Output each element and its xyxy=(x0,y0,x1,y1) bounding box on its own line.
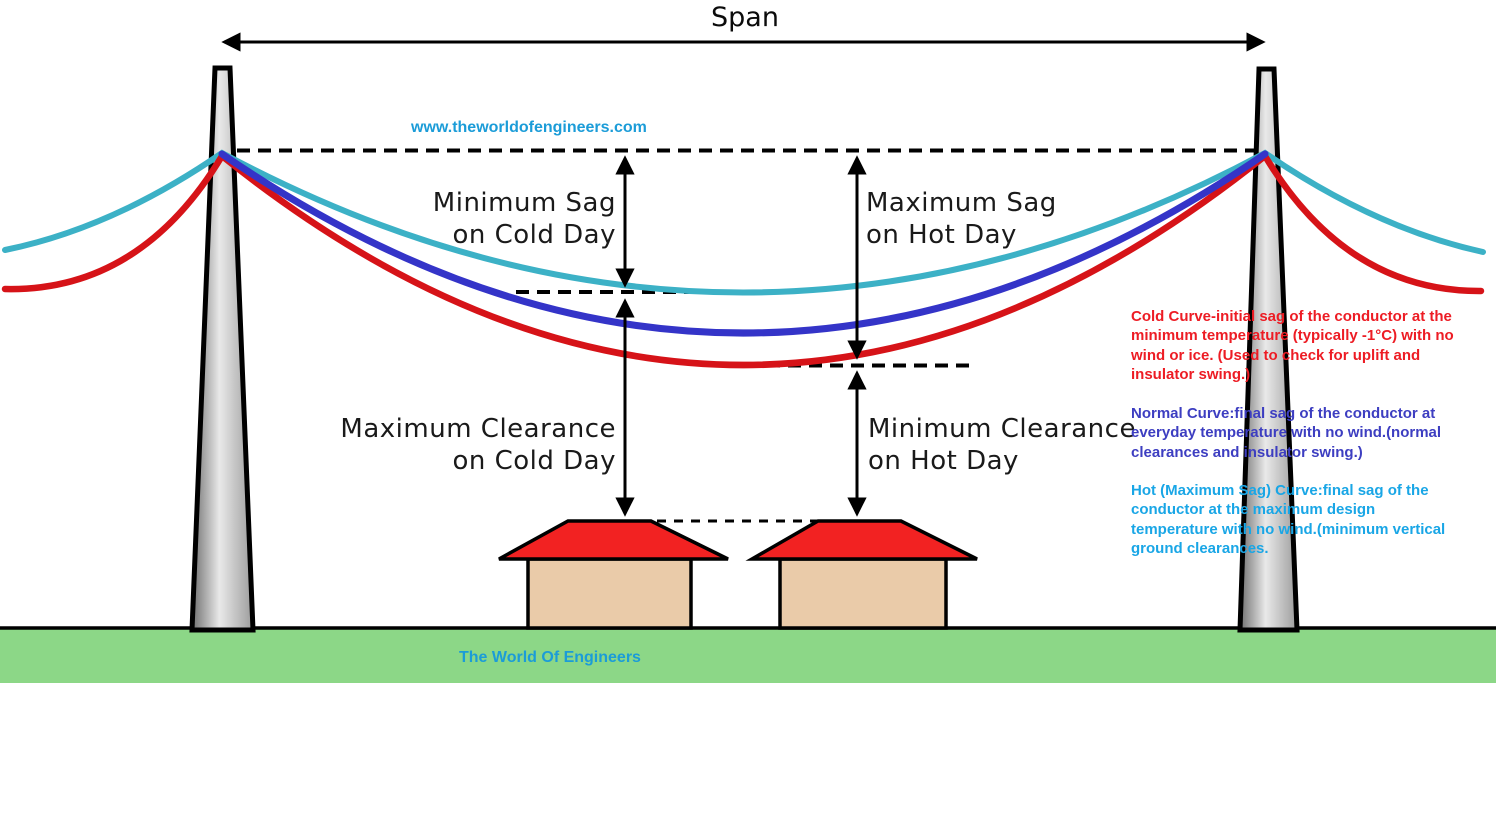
min-clearance-label: Minimum Clearance on Hot Day xyxy=(868,413,1188,477)
legend-cold-curve: Cold Curve-initial sag of the conductor … xyxy=(1131,307,1454,384)
legend-cold-line4: insulator swing.) xyxy=(1131,365,1251,383)
max-sag-label: Maximum Sag on Hot Day xyxy=(866,187,1186,251)
max-clearance-label-line1: Maximum Clearance xyxy=(340,414,616,444)
legend-cold-line1: Cold Curve-initial sag of the conductor … xyxy=(1131,308,1452,325)
min-sag-label-line2: on Cold Day xyxy=(452,220,616,250)
span-title: Span xyxy=(711,2,779,33)
ground xyxy=(0,629,1496,683)
max-clearance-label: Maximum Clearance on Cold Day xyxy=(316,413,616,477)
max-sag-label-line2: on Hot Day xyxy=(866,220,1017,250)
legend-cold-line3: wind or ice. (Used to check for uplift a… xyxy=(1131,346,1421,364)
legend-normal-line3: clearances and insulator swing.) xyxy=(1131,443,1363,461)
normal-curve xyxy=(218,150,1269,337)
hot-curve xyxy=(1,151,1485,369)
legend-normal-line2: everyday temperature with no wind.(norma… xyxy=(1131,424,1442,442)
legend-hot-line1: Hot (Maximum Sag) Curve:final sag of the xyxy=(1131,482,1429,499)
cold-curve xyxy=(2,149,1486,296)
right-house-roof xyxy=(745,519,978,561)
right-house-body xyxy=(778,557,948,630)
max-sag-label-line1: Maximum Sag xyxy=(866,188,1057,218)
legend-hot-line2: conductor at the maximum design xyxy=(1131,501,1376,519)
min-sag-label: Minimum Sag on Cold Day xyxy=(316,187,616,251)
legend-hot-line3: temperature with no wind.(minimum vertic… xyxy=(1131,520,1446,538)
watermark-bottom: The World Of Engineers xyxy=(459,649,641,666)
min-clearance-label-line1: Minimum Clearance xyxy=(868,414,1136,444)
legend-cold-line2: minimum temperature (typically -1°C) wit… xyxy=(1131,327,1454,345)
left-tower xyxy=(189,65,256,633)
left-house-body xyxy=(526,557,693,630)
min-sag-label-line1: Minimum Sag xyxy=(432,188,616,218)
legend-normal-line1: Normal Curve:final sag of the conductor … xyxy=(1131,405,1436,422)
legend-normal-curve: Normal Curve:final sag of the conductor … xyxy=(1131,404,1441,462)
max-clearance-label-line2: on Cold Day xyxy=(452,446,616,476)
right-tower xyxy=(1237,66,1300,633)
left-house-roof xyxy=(498,519,729,561)
min-clearance-label-line2: on Hot Day xyxy=(868,446,1019,476)
watermark-top: www.theworldofengineers.com xyxy=(411,119,647,136)
legend-hot-line4: ground clearances. xyxy=(1131,539,1269,557)
legend-hot-curve: Hot (Maximum Sag) Curve:final sag of the… xyxy=(1131,481,1445,558)
